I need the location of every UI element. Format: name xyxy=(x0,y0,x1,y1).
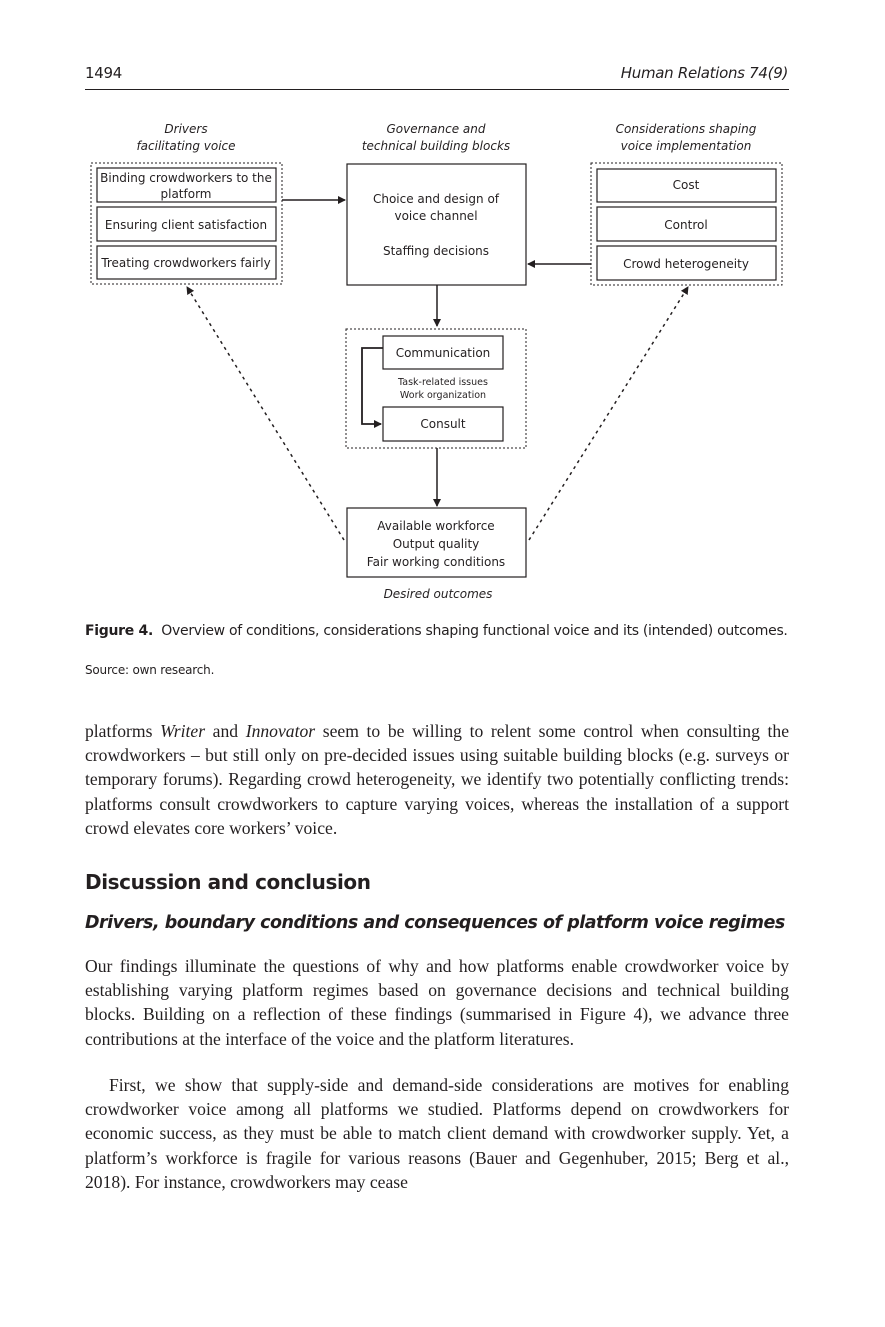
considerations-group xyxy=(590,162,783,286)
body-paragraph-2: Our findings illuminate the questions of… xyxy=(85,956,789,1049)
center-column-heading: Governance and technical building blocks xyxy=(362,122,510,153)
section-heading: Discussion and conclusion xyxy=(85,870,371,894)
left-column-heading: Drivers facilitating voice xyxy=(136,122,235,153)
svg-text:Considerations shaping: Considerations shaping xyxy=(616,122,757,136)
driver-box-binding: Binding crowdworkers to the platform xyxy=(96,167,277,203)
subsection-heading: Drivers, boundary conditions and consequ… xyxy=(85,913,785,933)
outcomes-box: Available workforce Output quality Fair … xyxy=(346,507,527,578)
svg-text:Choice and design of: Choice and design of xyxy=(373,192,500,206)
svg-text:voice channel: voice channel xyxy=(394,209,477,223)
svg-text:Task-related issues: Task-related issues xyxy=(397,377,488,388)
svg-text:facilitating voice: facilitating voice xyxy=(136,139,235,153)
svg-text:Work organization: Work organization xyxy=(400,390,486,401)
right-column-heading: Considerations shaping voice implementat… xyxy=(616,122,757,153)
consult-box: Consult xyxy=(382,406,504,442)
figure-caption: Figure 4. Overview of conditions, consid… xyxy=(85,621,789,641)
svg-text:Control: Control xyxy=(664,218,707,232)
figure-diagram: Drivers facilitating voice Governance an… xyxy=(90,122,783,601)
channel-group xyxy=(345,328,527,449)
outcomes-to-drivers-feedback-arrow xyxy=(186,286,345,541)
svg-text:Communication: Communication xyxy=(396,346,491,360)
driver-box-client-satisfaction: Ensuring client satisfaction xyxy=(96,206,277,242)
governance-box: Choice and design of voice channel Staff… xyxy=(346,163,527,286)
svg-text:Binding crowdworkers to the: Binding crowdworkers to the xyxy=(100,171,272,185)
outcomes-label: Desired outcomes xyxy=(384,587,493,601)
communication-to-consult-connector xyxy=(361,347,383,428)
svg-text:Available workforce: Available workforce xyxy=(377,519,494,533)
body-paragraph-3: First, we show that supply-side and dema… xyxy=(85,1075,789,1192)
page-number: 1494 xyxy=(85,64,122,82)
driver-box-fair-treatment: Treating crowdworkers fairly xyxy=(96,245,277,280)
header-rule xyxy=(85,89,789,90)
svg-text:Output quality: Output quality xyxy=(393,537,480,551)
svg-text:Consult: Consult xyxy=(420,417,466,431)
svg-text:technical building blocks: technical building blocks xyxy=(362,139,510,153)
svg-text:Crowd heterogeneity: Crowd heterogeneity xyxy=(623,257,749,271)
figure-label: Figure 4. xyxy=(85,623,153,639)
figure-caption-text: Overview of conditions, considerations s… xyxy=(161,623,788,639)
channel-issues-text: Task-related issues Work organization xyxy=(397,377,488,401)
svg-text:Drivers: Drivers xyxy=(164,122,207,136)
figure-source: Source: own research. xyxy=(85,663,215,677)
svg-text:Governance and: Governance and xyxy=(387,122,486,136)
communication-box: Communication xyxy=(382,335,504,370)
svg-text:platform: platform xyxy=(161,187,212,201)
outcomes-to-considerations-feedback-arrow xyxy=(528,286,689,541)
consideration-box-cost: Cost xyxy=(596,168,777,203)
svg-text:Staffing decisions: Staffing decisions xyxy=(383,244,489,258)
svg-text:Cost: Cost xyxy=(673,178,700,192)
consideration-box-control: Control xyxy=(596,206,777,242)
body-paragraph-1: platforms Writer and Innovator seem to b… xyxy=(85,721,790,838)
consideration-box-heterogeneity: Crowd heterogeneity xyxy=(596,245,777,281)
journal-title: Human Relations 74(9) xyxy=(620,64,789,82)
svg-text:Fair working conditions: Fair working conditions xyxy=(367,555,505,569)
svg-text:voice implementation: voice implementation xyxy=(621,139,752,153)
svg-text:Treating crowdworkers fairly: Treating crowdworkers fairly xyxy=(100,256,270,270)
svg-text:Ensuring client satisfaction: Ensuring client satisfaction xyxy=(105,218,267,232)
